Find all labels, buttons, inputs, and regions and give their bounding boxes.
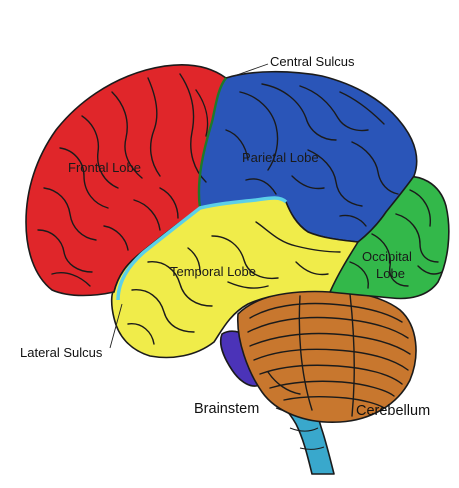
label-parietal-lobe: Parietal Lobe xyxy=(242,150,319,165)
label-frontal-lobe: Frontal Lobe xyxy=(68,160,141,175)
label-brainstem: Brainstem xyxy=(194,401,259,417)
label-occipital-lobe-line1: Occipital xyxy=(362,249,412,264)
label-temporal-lobe: Temporal Lobe xyxy=(170,264,256,279)
label-central-sulcus: Central Sulcus xyxy=(270,54,355,69)
label-lateral-sulcus: Lateral Sulcus xyxy=(20,345,103,360)
label-occipital-lobe-line2: Lobe xyxy=(376,266,405,281)
label-cerebellum: Cerebellum xyxy=(356,403,430,419)
